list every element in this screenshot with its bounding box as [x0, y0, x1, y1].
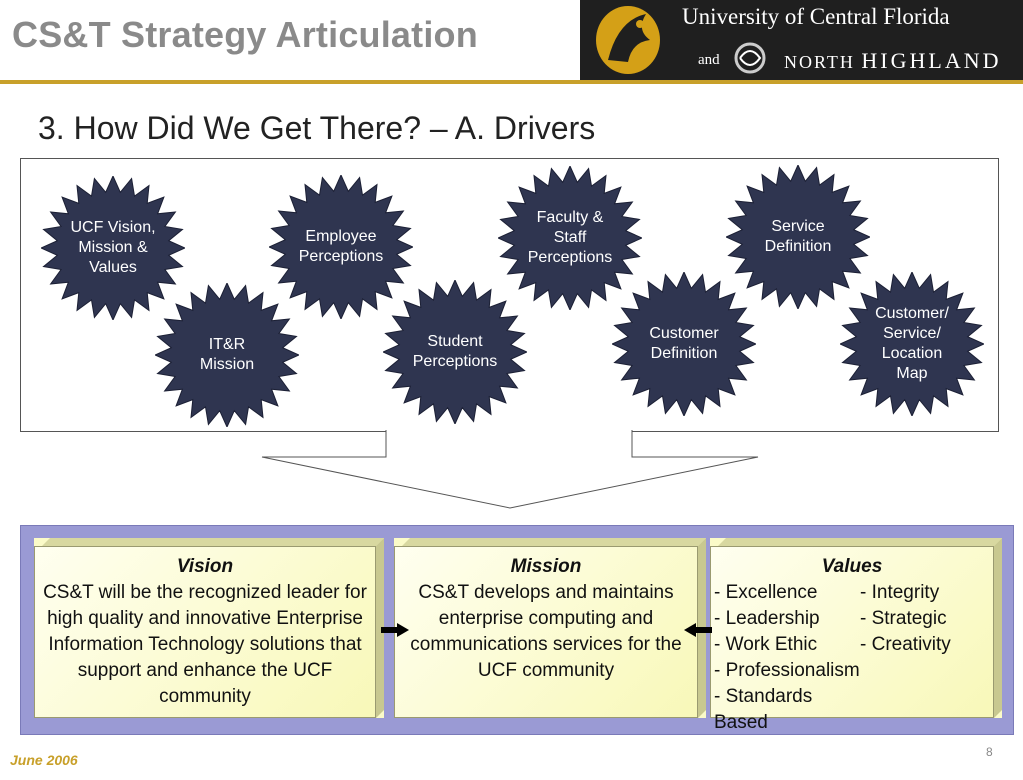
mission-heading: Mission: [510, 556, 582, 577]
driver-label: Service Definition: [764, 218, 832, 255]
vision-card: Vision CS&T will be the recognized leade…: [34, 538, 384, 718]
starburst-shape: [155, 283, 299, 427]
page-number: 8: [986, 745, 993, 759]
values-item: - Leadership: [714, 608, 820, 629]
values-row: - Professionalism: [714, 658, 990, 684]
logo-university: University of Central Florida: [682, 4, 950, 29]
values-row: - Standards Based: [714, 684, 990, 736]
driver-label: Customer/ Service/ Location Map: [875, 305, 949, 382]
values-item: - Professionalism: [714, 660, 860, 681]
values-content: Values - Excellence - Integrity - Leaders…: [714, 554, 990, 733]
arrow-left-icon: [684, 623, 712, 637]
logo-highland: HIGHLAND: [861, 48, 1002, 73]
vision-heading: Vision: [176, 556, 234, 577]
driver-label: Employee Perceptions: [298, 228, 384, 265]
driver-label: Faculty & Staff Perceptions: [527, 209, 613, 266]
arrow-right-icon: [381, 623, 409, 637]
mission-card-top: [402, 538, 706, 546]
driver-label: IT&R Mission: [199, 336, 255, 373]
values-list: - Excellence - Integrity - Leadership - St…: [714, 580, 990, 736]
pegasus-logo-icon: [596, 6, 660, 74]
values-card-side: [994, 538, 1002, 718]
driver-burst: Service Definition: [726, 165, 870, 309]
driver-label: Student Perceptions: [412, 333, 498, 370]
vision-card-side: [376, 538, 384, 718]
values-card-top: [718, 538, 1002, 546]
slide-subtitle: 3. How Did We Get There? – A. Drivers: [38, 110, 596, 146]
starburst-shape: [41, 176, 185, 320]
mission-card: Mission CS&T develops and maintains ente…: [394, 538, 706, 718]
driver-burst: IT&R Mission: [155, 283, 299, 427]
logo-and: and: [698, 52, 720, 68]
gold-divider: [0, 80, 1023, 84]
starburst-shape: [612, 272, 756, 416]
starburst-shape: [840, 272, 984, 416]
logo-north: NORTH: [784, 52, 855, 72]
footer-date: June 2006: [10, 752, 78, 768]
driver-burst: Faculty & Staff Perceptions: [498, 166, 642, 310]
starburst-shape: [726, 165, 870, 309]
vision-card-top: [42, 538, 384, 546]
funnel-connector: [261, 430, 759, 509]
mission-card-face: [394, 546, 698, 718]
values-item: - Work Ethic: [714, 634, 818, 655]
values-item: - Strategic: [860, 608, 947, 629]
vision-body: CS&T will be the recognized leader for h…: [43, 582, 367, 707]
vision-card-face: [34, 546, 376, 718]
values-row: - Leadership - Strategic: [714, 606, 990, 632]
values-item: - Creativity: [860, 634, 951, 655]
mission-body: CS&T develops and maintains enterprise c…: [410, 582, 682, 681]
values-card-face: [710, 546, 994, 718]
driver-burst: Employee Perceptions: [269, 175, 413, 319]
values-item: - Integrity: [860, 582, 940, 603]
north-highland-swirl-icon: [734, 42, 766, 74]
values-row: - Work Ethic - Creativity: [714, 632, 990, 658]
slide-title: CS&T Strategy Articulation: [12, 14, 478, 55]
driver-label: UCF Vision, Mission & Values: [70, 219, 156, 276]
values-heading: Values: [821, 556, 883, 577]
values-card: Values - Excellence - Integrity - Leaders…: [710, 538, 1002, 733]
values-row: - Excellence - Integrity: [714, 580, 990, 606]
driver-burst: UCF Vision, Mission & Values: [41, 176, 185, 320]
starburst-shape: [269, 175, 413, 319]
values-item: - Standards Based: [714, 686, 813, 733]
logo-north-highland: NORTH HIGHLAND: [784, 48, 1002, 74]
driver-burst: Customer Definition: [612, 272, 756, 416]
driver-label: Customer Definition: [649, 325, 719, 362]
logo-banner: University of Central Florida and NORTH …: [580, 0, 1023, 80]
values-item: - Excellence: [714, 582, 818, 603]
driver-burst: Student Perceptions: [383, 280, 527, 424]
vision-content: Vision CS&T will be the recognized leade…: [38, 554, 372, 714]
starburst-shape: [498, 166, 642, 310]
starburst-shape: [383, 280, 527, 424]
mission-content: Mission CS&T develops and maintains ente…: [398, 554, 694, 714]
driver-burst: Customer/ Service/ Location Map: [840, 272, 984, 416]
